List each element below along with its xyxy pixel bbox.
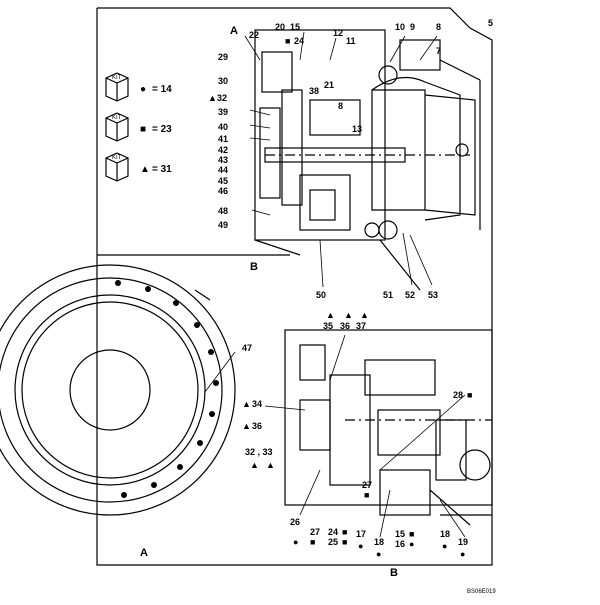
callout: ● — [376, 549, 382, 559]
leader-lines — [204, 31, 466, 538]
page-frame — [96, 7, 493, 566]
callout: 10 — [395, 22, 406, 32]
callout: 45 — [218, 176, 229, 186]
callout: 27 — [310, 527, 321, 537]
callout: 49 — [218, 220, 229, 230]
callout: ▲ — [250, 460, 259, 470]
callout: 43 — [218, 155, 229, 165]
callout: ■ — [342, 537, 348, 547]
callout: 7 — [436, 46, 442, 56]
view-letter-a-top: A — [230, 25, 238, 37]
callout: 38 — [309, 86, 320, 96]
callout: 11 — [346, 36, 356, 46]
callout: 37 — [356, 321, 367, 331]
callout: ■ — [310, 537, 316, 547]
ring-gear-view — [0, 264, 236, 516]
callout: 17 — [356, 529, 367, 539]
callout: 18 — [374, 537, 385, 547]
view-letter-b-bottom: B — [390, 567, 398, 579]
callout: 35 — [323, 321, 334, 331]
callout: 40 — [218, 122, 229, 132]
kit-word-3: KIT — [112, 155, 122, 161]
callout: 8 — [338, 101, 344, 111]
callout: 53 — [428, 290, 439, 300]
callout: 24 — [294, 36, 305, 46]
callout: 46 — [218, 186, 229, 196]
callout: 15 — [395, 529, 406, 539]
callout: ■ — [467, 390, 473, 400]
callout: ● — [409, 539, 415, 549]
callout: 39 — [218, 107, 229, 117]
callout: 30 — [218, 76, 229, 86]
callout: 20 — [275, 22, 286, 32]
callout: 15 — [290, 22, 301, 32]
callout: 27 — [362, 480, 373, 490]
callout: ● — [460, 549, 466, 559]
callout: ▲ — [242, 421, 251, 431]
kit-count-dot: = 14 — [152, 84, 172, 95]
callout: 8 — [436, 22, 442, 32]
callout: 29 — [218, 52, 229, 62]
view-letter-b-mid: B — [250, 261, 258, 273]
kit-count-tri: = 31 — [152, 164, 172, 175]
kit-icons — [105, 72, 129, 182]
callout: ● — [358, 541, 364, 551]
callout: 28 — [453, 390, 464, 400]
callout: 42 — [218, 145, 229, 155]
lower-assembly-section — [284, 329, 493, 526]
callout: ▲ — [326, 310, 335, 320]
kit-marker-dot: ● — [140, 84, 147, 95]
callout: 52 — [405, 290, 416, 300]
callout: 51 — [383, 290, 394, 300]
callout: 18 — [440, 529, 451, 539]
callout: 25 — [328, 537, 339, 547]
kit-word-2: KIT — [112, 115, 122, 121]
callout: 22 — [249, 30, 260, 40]
callout: 9 — [410, 22, 416, 32]
callout: 13 — [352, 124, 363, 134]
callout: ▲ — [344, 310, 353, 320]
callout: 44 — [218, 165, 229, 175]
kit-marker-tri: ▲ — [140, 164, 150, 175]
callout: ■ — [342, 527, 348, 537]
upper-assembly-section — [254, 29, 481, 291]
callout: 48 — [218, 206, 229, 216]
callout: 24 — [328, 527, 339, 537]
callout: ▲ — [242, 399, 251, 409]
drawing-code: BS06E019 — [467, 589, 496, 595]
callout: 26 — [290, 517, 301, 527]
callout: ■ — [285, 36, 291, 46]
callout: 16 — [395, 539, 406, 549]
callout: 19 — [458, 537, 469, 547]
callout: ■ — [364, 490, 370, 500]
callout: 36 — [340, 321, 351, 331]
callout: ● — [293, 537, 299, 547]
ring-gear-bolts — [115, 280, 219, 498]
callout: 21 — [324, 80, 335, 90]
callout: 32 — [217, 93, 228, 103]
callout: 47 — [242, 343, 253, 353]
view-letter-a-bottom: A — [140, 547, 148, 559]
callout: 34 — [252, 399, 263, 409]
kit-word-1: KIT — [112, 75, 122, 81]
callout: ● — [442, 541, 448, 551]
callout: ▲ — [266, 460, 275, 470]
kit-marker-square: ■ — [140, 124, 147, 135]
callout: 36 — [252, 421, 263, 431]
callout: ▲ — [208, 93, 217, 103]
callout: 5 — [488, 18, 494, 28]
callout: 50 — [316, 290, 327, 300]
callout: 41 — [218, 134, 229, 144]
callout: ■ — [409, 529, 415, 539]
kit-count-square: = 23 — [152, 124, 172, 135]
callout: 32 , 33 — [245, 447, 273, 457]
callout: ▲ — [360, 310, 369, 320]
callout: 12 — [333, 28, 344, 38]
